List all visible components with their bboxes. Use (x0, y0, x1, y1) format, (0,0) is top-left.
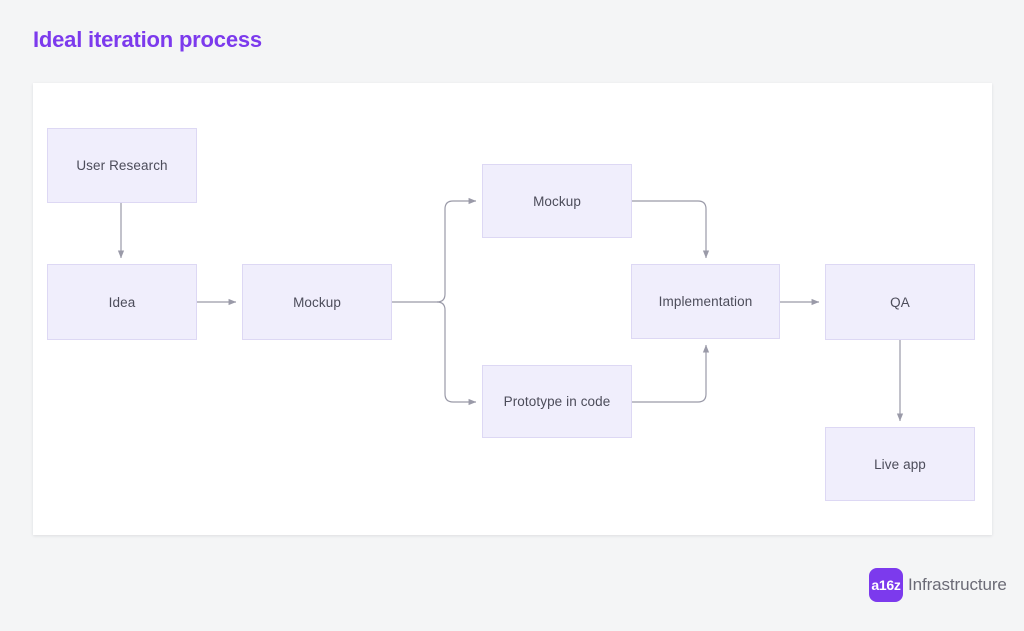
node-qa[interactable]: QA (825, 264, 975, 340)
diagram-card: User Research Idea Mockup Mockup Prototy… (33, 83, 992, 535)
edge-mockup-branch-to-implementation (632, 200, 710, 259)
edge-prototype-to-implementation (632, 344, 710, 403)
flowchart: User Research Idea Mockup Mockup Prototy… (33, 83, 992, 535)
node-idea[interactable]: Idea (47, 264, 197, 340)
node-live-app[interactable]: Live app (825, 427, 975, 501)
page-title: Ideal iteration process (33, 27, 262, 52)
flowchart-connectors (117, 197, 904, 422)
node-prototype-in-code[interactable]: Prototype in code (482, 365, 632, 438)
logo-wordmark: Infrastructure (908, 575, 1007, 594)
a16z-logo-icon: a16z (869, 568, 903, 602)
node-mockup-branch[interactable]: Mockup (482, 164, 632, 238)
node-user-research[interactable]: User Research (47, 128, 197, 203)
edge-split-to-mockup-branch (434, 197, 477, 303)
node-mockup-main[interactable]: Mockup (242, 264, 392, 340)
node-implementation[interactable]: Implementation (631, 264, 780, 339)
footer-logo: a16z Infrastructure (869, 568, 1007, 602)
edge-split-to-prototype (436, 301, 477, 406)
